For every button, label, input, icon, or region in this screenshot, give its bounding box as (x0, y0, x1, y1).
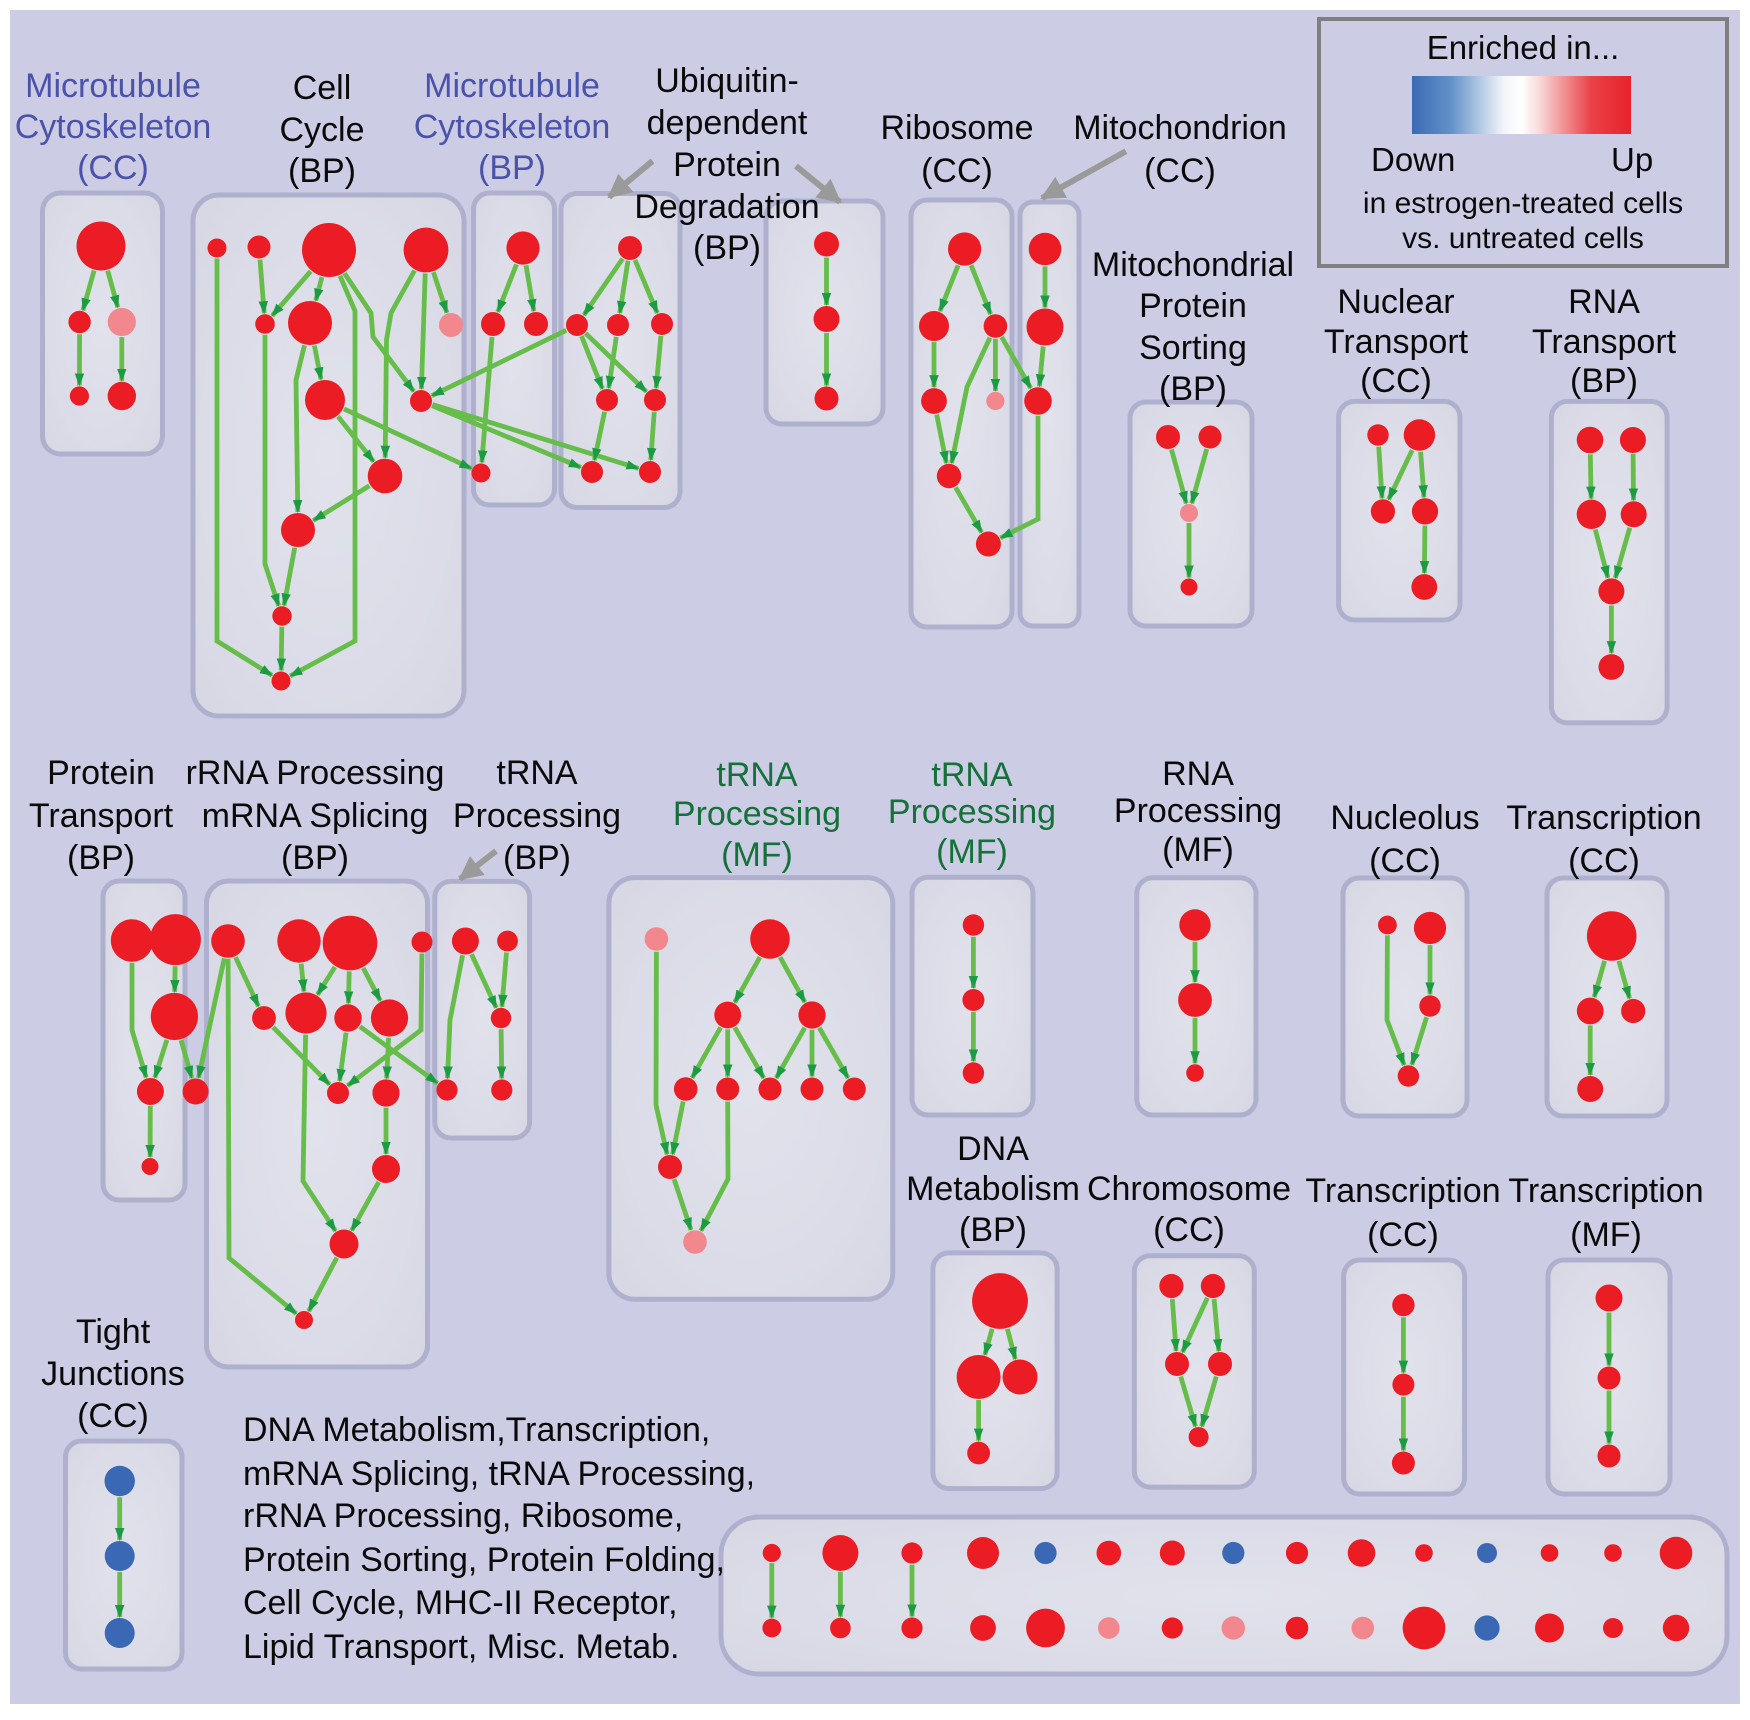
svg-text:(CC): (CC) (1144, 152, 1216, 190)
svg-text:Degradation: Degradation (634, 188, 819, 226)
svg-text:Sorting: Sorting (1139, 329, 1247, 367)
svg-text:Enriched in...: Enriched in... (1427, 29, 1620, 66)
svg-text:tRNA: tRNA (931, 756, 1013, 794)
svg-text:rRNA Processing: rRNA Processing (186, 754, 445, 792)
svg-text:Cytoskeleton: Cytoskeleton (414, 108, 611, 146)
svg-text:(BP): (BP) (1159, 370, 1227, 408)
svg-text:(CC): (CC) (1153, 1211, 1225, 1249)
svg-text:Tight: Tight (76, 1313, 151, 1351)
svg-text:(CC): (CC) (77, 149, 149, 187)
svg-text:mRNA Splicing: mRNA Splicing (202, 797, 429, 835)
svg-text:Protein: Protein (1139, 287, 1247, 325)
svg-text:RNA: RNA (1162, 755, 1234, 793)
svg-text:(MF): (MF) (1162, 831, 1234, 869)
svg-text:(BP): (BP) (67, 839, 135, 877)
svg-text:Cell: Cell (293, 69, 352, 107)
svg-text:(BP): (BP) (959, 1211, 1027, 1249)
svg-text:Metabolism: Metabolism (906, 1170, 1080, 1208)
svg-text:(BP): (BP) (281, 839, 349, 877)
svg-text:Transport: Transport (1532, 323, 1677, 361)
svg-text:Protein: Protein (47, 754, 155, 792)
svg-text:Nucleolus: Nucleolus (1330, 799, 1479, 837)
svg-text:Protein Sorting, Protein Foldi: Protein Sorting, Protein Folding, (243, 1541, 725, 1579)
svg-text:mRNA Splicing, tRNA Processing: mRNA Splicing, tRNA Processing, (243, 1455, 755, 1493)
svg-text:(CC): (CC) (1367, 1216, 1439, 1254)
svg-text:(CC): (CC) (77, 1397, 149, 1435)
svg-text:DNA Metabolism,Transcription,: DNA Metabolism,Transcription, (243, 1411, 710, 1449)
svg-text:(MF): (MF) (721, 836, 793, 874)
svg-text:(CC): (CC) (921, 152, 993, 190)
svg-text:Transcription: Transcription (1508, 1172, 1703, 1210)
svg-text:Ribosome: Ribosome (880, 109, 1033, 147)
svg-text:rRNA Processing, Ribosome,: rRNA Processing, Ribosome, (243, 1497, 683, 1535)
svg-text:(BP): (BP) (478, 149, 546, 187)
svg-text:Transport: Transport (1324, 323, 1469, 361)
svg-text:(CC): (CC) (1360, 362, 1432, 400)
svg-text:RNA: RNA (1568, 283, 1640, 321)
svg-text:Down: Down (1371, 141, 1455, 178)
svg-text:tRNA: tRNA (716, 756, 798, 794)
svg-text:vs. untreated cells: vs. untreated cells (1402, 222, 1644, 255)
svg-text:Transport: Transport (29, 797, 174, 835)
svg-text:Ubiquitin-: Ubiquitin- (655, 62, 799, 100)
svg-text:Up: Up (1611, 141, 1653, 178)
svg-text:tRNA: tRNA (496, 754, 578, 792)
svg-text:Processing: Processing (673, 795, 841, 833)
svg-text:Microtubule: Microtubule (25, 67, 201, 105)
svg-text:dependent: dependent (647, 104, 808, 142)
svg-text:Cytoskeleton: Cytoskeleton (15, 108, 212, 146)
svg-text:Cell Cycle, MHC-II Receptor,: Cell Cycle, MHC-II Receptor, (243, 1584, 678, 1622)
svg-text:(BP): (BP) (503, 839, 571, 877)
svg-text:Nuclear: Nuclear (1337, 283, 1454, 321)
svg-text:Microtubule: Microtubule (424, 67, 600, 105)
svg-text:Lipid Transport, Misc. Metab.: Lipid Transport, Misc. Metab. (243, 1628, 680, 1666)
svg-text:Processing: Processing (453, 797, 621, 835)
svg-text:in estrogen-treated cells: in estrogen-treated cells (1363, 187, 1683, 220)
svg-text:(MF): (MF) (936, 833, 1008, 871)
svg-text:(BP): (BP) (1570, 362, 1638, 400)
svg-text:Chromosome: Chromosome (1087, 1170, 1291, 1208)
svg-text:(CC): (CC) (1369, 842, 1441, 880)
svg-text:DNA: DNA (957, 1130, 1029, 1168)
svg-text:(BP): (BP) (288, 152, 356, 190)
svg-text:(CC): (CC) (1568, 842, 1640, 880)
svg-text:(MF): (MF) (1570, 1216, 1642, 1254)
svg-text:Transcription: Transcription (1305, 1172, 1500, 1210)
svg-text:Processing: Processing (1114, 792, 1282, 830)
svg-text:Mitochondrion: Mitochondrion (1073, 109, 1287, 147)
svg-text:Transcription: Transcription (1506, 799, 1701, 837)
svg-text:Junctions: Junctions (41, 1355, 185, 1393)
svg-text:Processing: Processing (888, 793, 1056, 831)
svg-text:Protein: Protein (673, 146, 781, 184)
svg-text:Mitochondrial: Mitochondrial (1092, 246, 1294, 284)
svg-text:(BP): (BP) (693, 229, 761, 267)
svg-text:Cycle: Cycle (279, 111, 364, 149)
